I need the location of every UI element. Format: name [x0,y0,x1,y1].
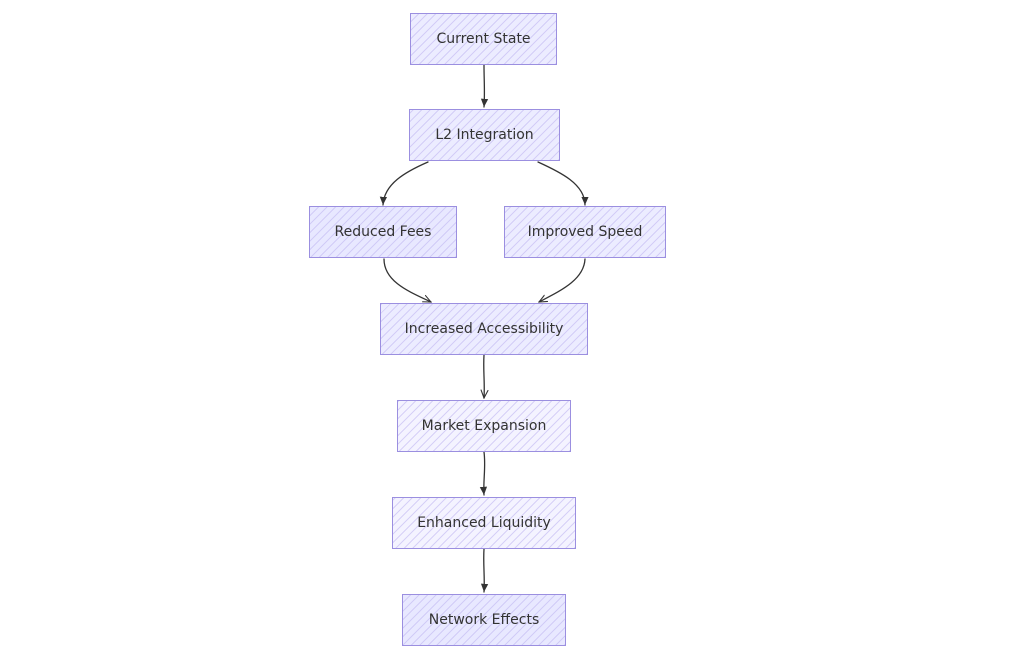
node-label: Reduced Fees [334,224,432,240]
node-l2-integration: L2 Integration [409,109,560,161]
node-current-state: Current State [410,13,557,65]
edge-increased-accessibility-to-market-expansion [484,354,485,398]
edge-enhanced-liquidity-to-network-effects [480,548,489,593]
node-label: Market Expansion [421,418,547,434]
node-reduced-fees: Reduced Fees [309,206,457,258]
edge-l2-integration-to-reduced-fees [379,161,429,206]
edge-l2-integration-to-improved-speed [537,161,589,206]
node-label: Increased Accessibility [404,321,564,337]
node-label: Enhanced Liquidity [417,515,551,531]
node-label: L2 Integration [435,127,534,143]
node-enhanced-liquidity: Enhanced Liquidity [392,497,576,549]
edge-reduced-fees-to-increased-accessibility [383,258,431,303]
node-increased-accessibility: Increased Accessibility [380,303,588,355]
edge-improved-speed-to-increased-accessibility [539,258,586,303]
node-market-expansion: Market Expansion [397,400,571,452]
node-label: Network Effects [428,612,540,628]
node-label: Improved Speed [527,224,643,240]
node-label: Current State [436,31,531,47]
node-improved-speed: Improved Speed [504,206,666,258]
edge-market-expansion-to-enhanced-liquidity [479,451,488,496]
node-network-effects: Network Effects [402,594,566,646]
